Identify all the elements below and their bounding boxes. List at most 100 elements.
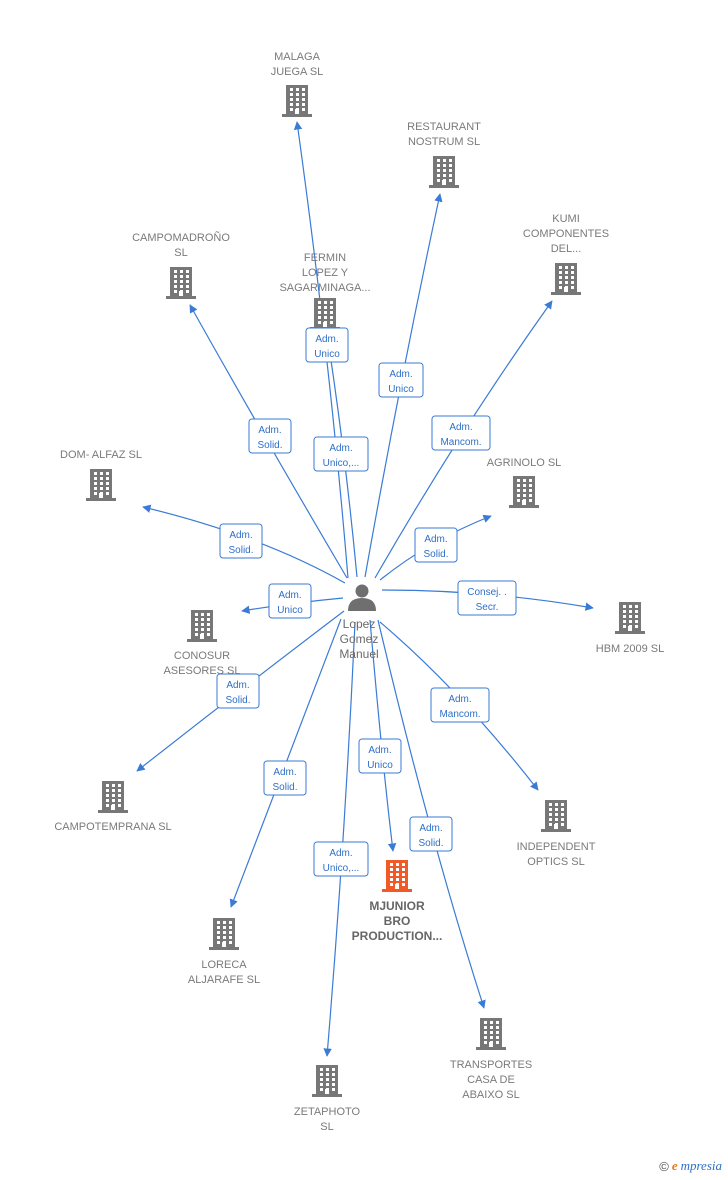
company-label: MJUNIOR [369,899,425,913]
brand-name: mpresia [680,1158,722,1173]
company-label: MALAGA [274,51,321,63]
company-label: INDEPENDENT [517,841,596,853]
brand-initial: e [671,1158,678,1173]
edge-label-text: Mancom. [439,709,480,720]
company-label: DEL... [551,243,582,255]
company-label: KUMI [552,213,580,225]
company-node-mjunior[interactable]: MJUNIORBROPRODUCTION... [352,860,443,943]
company-label: SL [174,247,187,259]
company-label: CAMPOMADROÑO [132,231,230,244]
person-icon [348,584,376,611]
company-label: ZETAPHOTO [294,1106,361,1118]
building-icon [312,1065,342,1097]
building-icon [166,267,196,299]
edge-label-text: Consej. . [467,587,506,598]
edge-label-campotemprana[interactable]: Adm.Solid. [216,673,260,709]
edge-label-text: Adm. [315,334,338,345]
edge-label-text: Adm. [389,369,412,380]
edge-label-text: Adm. [329,848,352,859]
company-node-transportes[interactable]: TRANSPORTES CASA DE ABAIXO SL [450,1018,532,1101]
company-label: NOSTRUM SL [408,136,480,148]
edge-label-loreca[interactable]: Adm.Solid. [263,760,307,796]
building-icon [187,610,217,642]
edge-label-dom[interactable]: Adm.Solid. [219,523,263,559]
edge-label-text: Solid. [257,440,282,451]
company-label: TRANSPORTES [450,1059,532,1071]
edge-label-kumi[interactable]: Adm. Mancom. [431,415,491,451]
company-node-agrinolo[interactable]: AGRINOLO SL [487,457,562,508]
company-label: ALJARAFE SL [188,974,260,986]
edge-label-text: Adm. [449,422,472,433]
company-node-fermin[interactable]: FERMIN LOPEZ Y SAGARMINAGA... [279,252,371,330]
edge-label-zetaphoto[interactable]: Adm. Unico,... [313,841,369,877]
company-label: JUEGA SL [271,66,324,78]
edge-label-text: Unico,... [323,458,360,469]
person-label: Manuel [339,647,378,661]
edge-label-text: Adm. [258,425,281,436]
company-label: SL [320,1121,333,1133]
building-icon [282,85,312,117]
company-node-dom[interactable]: DOM- ALFAZ SL [60,449,142,501]
edge-label-text: Unico [388,384,414,395]
company-label: ABAIXO SL [462,1089,519,1101]
edge-label-transportes[interactable]: Adm.Solid. [409,816,453,852]
copyright-symbol: © [659,1158,669,1174]
building-icon [551,263,581,295]
company-label: SAGARMINAGA... [279,282,370,294]
company-label: AGRINOLO SL [487,457,562,469]
building-icon [310,298,340,330]
company-node-malaga[interactable]: MALAGA JUEGA SL [271,51,324,117]
building-icon [429,156,459,188]
company-node-kumi[interactable]: KUMI COMPONENTES DEL... [523,213,609,295]
edge-label-text: Adm. [424,534,447,545]
company-label: CAMPOTEMPRANA SL [54,821,171,833]
edge-label-text: Adm. [368,745,391,756]
building-icon [86,469,116,501]
company-label: FERMIN [304,252,346,264]
building-icon [476,1018,506,1050]
company-label: DOM- ALFAZ SL [60,449,142,461]
building-icon [382,860,412,892]
company-node-campomadrono[interactable]: CAMPOMADROÑO SL [132,231,230,299]
edge-label-text: Unico [314,349,340,360]
company-node-campotemprana[interactable]: CAMPOTEMPRANA SL [54,781,172,833]
edge-label-text: Secr. [476,602,499,613]
company-node-loreca[interactable]: LORECA ALJARAFE SL [188,918,260,986]
company-label: CONOSUR [174,650,230,662]
edge-label-text: Adm. [329,443,352,454]
edge-label-text: Unico,... [323,863,360,874]
company-node-zetaphoto[interactable]: ZETAPHOTO SL [294,1065,361,1133]
edge-label-malaga[interactable]: Adm. Unico,... [313,436,369,472]
building-icon [509,476,539,508]
edge-label-text: Solid. [272,782,297,793]
edge-label-text: Adm. [229,530,252,541]
edge-label-hbm[interactable]: Consej. . Secr. [457,580,517,616]
edge-label-restaurant[interactable]: Adm. Unico [378,362,424,398]
edge-label-fermin[interactable]: Adm. Unico [305,327,349,363]
edge-label-text: Adm. [278,590,301,601]
company-label: LOPEZ Y [302,267,349,279]
company-label: COMPONENTES [523,228,609,240]
edge-label-campomadrono[interactable]: Adm. Solid. [248,418,292,454]
building-icon [615,602,645,634]
edge-label-conosur[interactable]: Adm.Unico [268,583,312,619]
company-label: CASA DE [467,1074,515,1086]
edge-label-mjunior[interactable]: Adm.Unico [358,738,402,774]
person-label: Gomez [340,632,379,646]
edge-label-independent[interactable]: Adm.Mancom. [430,687,490,723]
company-node-restaurant[interactable]: RESTAURANT NOSTRUM SL [407,121,481,188]
edge-label-text: Mancom. [440,437,481,448]
edge-label-text: Solid. [418,838,443,849]
company-label: HBM 2009 SL [596,643,664,655]
edge-label-agrinolo[interactable]: Adm.Solid. [414,527,458,563]
company-node-hbm[interactable]: HBM 2009 SL [596,602,664,655]
company-label: LORECA [201,959,247,971]
company-label: PRODUCTION... [352,929,443,943]
company-label: RESTAURANT [407,121,481,133]
company-label: BRO [384,914,411,928]
